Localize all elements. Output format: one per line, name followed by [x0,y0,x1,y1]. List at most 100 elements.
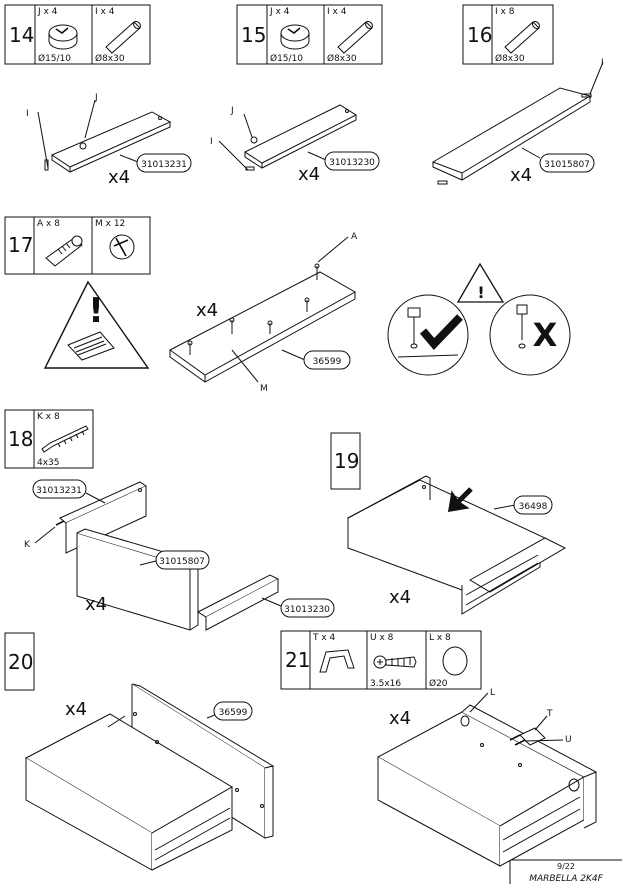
handle-icon [319,649,355,673]
part-code: 36599 [313,357,342,367]
part-code: 31013231 [141,160,187,170]
step-number: 20 [8,650,33,674]
screw-icon [41,425,89,453]
step-number: 18 [8,427,33,451]
part-code: 31013230 [329,158,375,168]
step-number: 15 [241,23,266,47]
part-code: 36498 [519,502,548,512]
part-size: Ø20 [429,678,448,689]
part-code-badge [280,598,335,618]
step-16: 16 I x 8 Ø8x30 I x4 31015807 [431,4,604,186]
step-number: 17 [8,233,33,257]
drawer-assembly-drawing [24,683,275,871]
cam-lock-icon [48,24,78,50]
step-number: 21 [285,648,310,672]
part-code: 31013231 [36,486,82,496]
arrow-icon [447,487,473,513]
callout-l: L [490,688,495,698]
part-size: Ø15/10 [38,53,71,64]
callout-t: T [546,709,553,719]
multiplier: x4 [85,594,107,615]
page-number: 9/22 [557,862,575,871]
multiplier: x4 [196,300,218,321]
panel-drawing [218,104,358,171]
screw-icon [373,655,417,669]
part-size: Ø8x30 [495,53,525,64]
part-size: Ø8x30 [327,53,357,64]
step-21: 21 T x 4 U x 8 3.5x16 L x 8 Ø20 [280,630,597,867]
part-code: 36599 [219,708,248,718]
callout-m: M [260,384,268,394]
callout-i: I [210,137,213,147]
multiplier: x4 [510,165,532,186]
step-number: 14 [9,23,34,47]
part-code-badge [32,479,87,499]
panel-drawing [169,236,357,383]
cover-cap-icon [442,646,468,676]
warning-sign: ! [43,280,150,369]
correct-example [387,294,469,376]
wrong-mark: X [533,316,558,354]
part-size: 3.5x16 [370,679,401,689]
part-label: I x 8 [495,7,515,17]
wrong-example: X [489,294,571,376]
step-number: 19 [334,449,359,473]
part-label: I x 4 [327,7,347,17]
callout-i: I [601,58,604,68]
multiplier: x4 [389,708,411,729]
cam-bolt-icon [45,235,83,267]
exclamation-mark: ! [477,283,484,302]
part-label: J x 4 [269,7,290,17]
multiplier: x4 [65,699,87,720]
callout-i: I [26,109,29,119]
part-label: I x 4 [95,7,115,17]
part-label: A x 8 [37,219,60,229]
callout-k: K [24,540,31,550]
part-label: M x 12 [95,219,125,229]
part-code-badge [136,153,192,173]
step-19: 19 36498 x4 [330,432,567,615]
part-size: Ø8x30 [95,53,125,64]
part-size: 4x35 [37,458,60,468]
dowel-icon [105,20,141,54]
step-15: 15 J x 4 Ø15/10 I x 4 Ø8x30 J I x4 31013… [210,4,383,185]
part-code-badge [213,701,253,721]
panel-drawing [37,99,172,173]
step-17: 17 A x 8 M x 12 ! [4,216,571,394]
callout-j: J [94,93,98,103]
step-14: 14 J x 4 Ø15/10 I x 4 Ø8x30 I J x4 310 [4,4,192,188]
part-label: K x 8 [37,412,60,422]
step-18: 18 K x 8 4x35 K 31013231 31015807 310132… [4,409,335,631]
callout-u: U [565,735,572,745]
part-code: 31015807 [159,557,205,567]
product-title: MARBELLA 2K4F [529,874,603,884]
part-size: Ø15/10 [270,53,303,64]
cam-lock-icon [280,24,310,50]
warning-sign: ! [456,262,505,303]
multiplier: x4 [389,587,411,608]
part-code-badge [513,495,553,515]
panel-drawing [431,61,604,185]
part-code-badge [539,153,595,173]
exclamation-mark: ! [88,291,104,331]
step-number: 16 [467,23,492,47]
part-label: T x 4 [312,633,336,643]
part-label: L x 8 [429,633,451,643]
cam-cup-icon [109,234,135,260]
multiplier: x4 [298,164,320,185]
callout-j: J [230,106,234,116]
part-label: J x 4 [37,7,58,17]
part-code: 31013230 [284,605,330,615]
part-code-badge [155,550,210,570]
part-code-badge [324,151,380,171]
dowel-icon [504,20,540,54]
part-code: 31015807 [544,160,590,170]
step-20: 20 x4 36599 [4,632,275,871]
callout-a: A [351,232,358,242]
drawer-frame-drawing [346,475,567,615]
footer: 9/22 MARBELLA 2K4F [509,859,622,884]
part-label: U x 8 [370,633,394,643]
multiplier: x4 [108,167,130,188]
dowel-icon [337,20,373,54]
